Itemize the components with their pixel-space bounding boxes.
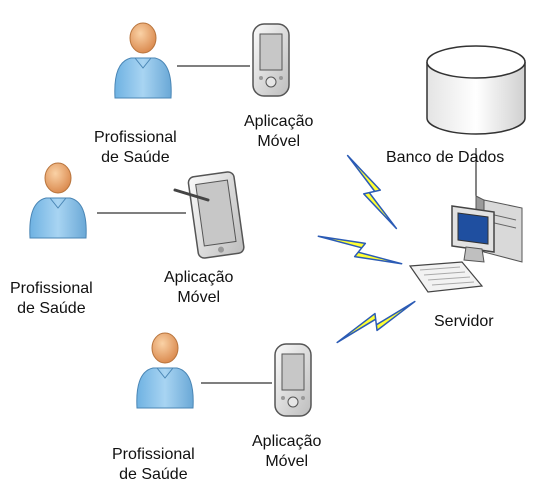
stylus-icon [173,188,210,202]
person-icon [29,162,87,239]
database-label: Banco de Dados [386,149,505,166]
person-icon [136,332,194,409]
lightning-bolt-icon [336,278,416,366]
database-cylinder-icon [426,45,526,135]
computer-workstation-icon [408,195,523,293]
tablet-with-stylus-icon [187,171,245,259]
connector-lines [97,65,477,384]
lightning-bolt-icon [317,227,403,273]
person-icon [114,22,172,99]
server-label: Servidor [434,313,494,330]
smartphone-icon [252,23,290,97]
smartphone-icon [274,343,312,417]
